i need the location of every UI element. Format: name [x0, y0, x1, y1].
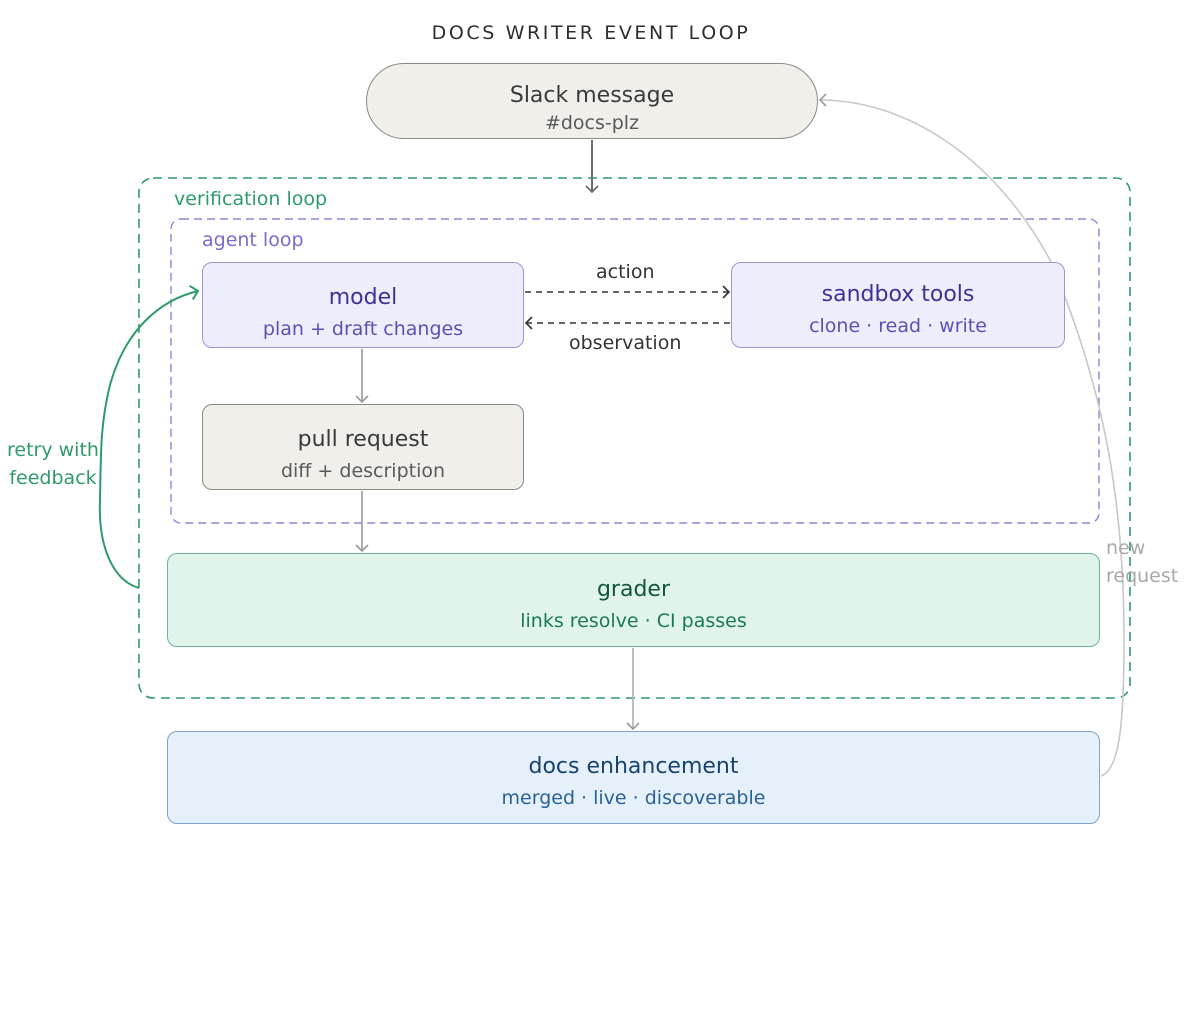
agent-loop-label: agent loop	[202, 229, 304, 251]
model-node-title: model	[328, 285, 398, 310]
pr-node-subtitle: diff + description	[280, 460, 446, 482]
model-node-subtitle: plan + draft changes	[262, 318, 464, 340]
observation-label: observation	[569, 332, 682, 354]
verification-loop-border	[138, 177, 1131, 699]
agent-loop-border	[170, 218, 1100, 524]
grader-node-title: grader	[596, 577, 671, 602]
model-node: model plan + draft changes	[202, 262, 524, 348]
new-request-arrow	[818, 93, 1125, 777]
docs-enhancement-node: docs enhancement merged · live · discove…	[167, 731, 1100, 824]
retry-with-feedback-label: retry with feedback	[7, 439, 99, 489]
diagram-title: DOCS WRITER EVENT LOOP	[431, 22, 751, 44]
new-request-label: new request	[1106, 537, 1179, 587]
sandbox-tools-node: sandbox tools clone · read · write	[731, 262, 1065, 348]
slack-node-subtitle: #docs-plz	[544, 112, 640, 134]
docs-node-subtitle: merged · live · discoverable	[501, 787, 766, 809]
action-label: action	[596, 261, 655, 283]
slack-node-title: Slack message	[509, 83, 675, 108]
grader-node-subtitle: links resolve · CI passes	[520, 610, 747, 632]
retry-arrow	[98, 284, 200, 589]
grader-node: grader links resolve · CI passes	[167, 553, 1100, 647]
slack-message-node: Slack message #docs-plz	[366, 63, 818, 139]
docs-node-title: docs enhancement	[528, 754, 739, 779]
verification-loop-label: verification loop	[174, 188, 328, 210]
sandbox-node-subtitle: clone · read · write	[809, 315, 987, 337]
sandbox-node-title: sandbox tools	[821, 282, 975, 307]
pr-node-title: pull request	[297, 427, 429, 452]
pull-request-node: pull request diff + description	[202, 404, 524, 490]
